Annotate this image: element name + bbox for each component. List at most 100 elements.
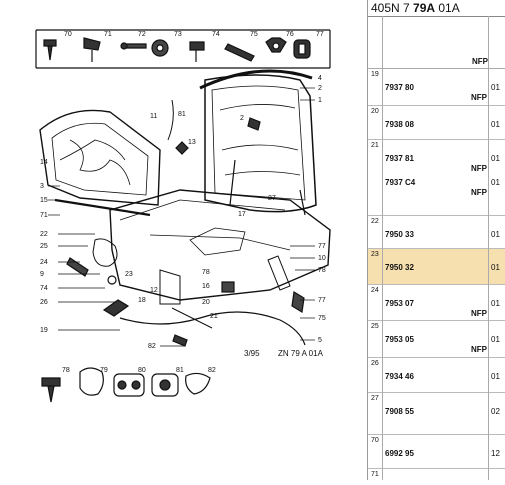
header-nfp: NFP xyxy=(472,57,488,66)
callout-80: 77 xyxy=(318,297,326,304)
callout-73: 77 xyxy=(318,243,326,250)
part-quantity: 01 xyxy=(491,83,500,92)
label-73: 73 xyxy=(174,31,182,38)
row-position: 20 xyxy=(371,108,379,115)
callout-77: 81 xyxy=(178,111,186,118)
row-position: 21 xyxy=(371,142,379,149)
part-reference[interactable]: 7938 08 xyxy=(385,120,414,129)
part-reference[interactable]: 7950 32 xyxy=(385,263,414,272)
parts-row[interactable]: 71 xyxy=(368,469,505,480)
part-75-icon xyxy=(224,43,255,62)
column-divider-left xyxy=(382,16,383,480)
nfp-flag: NFP xyxy=(471,93,487,102)
header-prefix: 405N 7 xyxy=(371,1,414,15)
callout-75: 78 xyxy=(202,269,210,276)
diagram-code: ZN 79 A 01A xyxy=(278,349,324,358)
callout-15: 15 xyxy=(40,197,48,204)
part-77-icon xyxy=(293,39,311,59)
parts-row[interactable]: 20 7938 08 01 xyxy=(368,106,505,140)
column-divider-right xyxy=(488,16,489,480)
callout-82: 82 xyxy=(148,343,156,350)
label-81: 81 xyxy=(176,367,184,374)
label-70: 70 xyxy=(64,31,72,38)
label-77: 77 xyxy=(316,31,324,38)
label-78: 78 xyxy=(62,367,70,374)
part-reference[interactable]: 7953 07 xyxy=(385,299,414,308)
part-quantity: 01 xyxy=(491,299,500,308)
part-quantity: 01 xyxy=(491,230,500,239)
part-quantity: 12 xyxy=(491,449,500,458)
part-82-icon xyxy=(185,372,211,395)
row-position: 71 xyxy=(371,471,379,478)
row-position: 24 xyxy=(371,287,379,294)
part-80-icon xyxy=(113,373,145,397)
exploded-parts-diagram: 70 71 72 73 74 75 76 77 14 3 15 71 22 25… xyxy=(35,29,331,403)
header-blank-row: NFP xyxy=(368,17,505,69)
callout-78: 74 xyxy=(40,285,48,292)
part-reference[interactable]: 7937 C4 xyxy=(385,178,416,187)
parts-row[interactable]: 70 6992 95 12 xyxy=(368,435,505,469)
label-76: 76 xyxy=(286,31,294,38)
part-74-icon xyxy=(189,41,205,62)
part-73-icon xyxy=(151,39,169,57)
callout-79: 75 xyxy=(318,315,326,322)
part-78-icon xyxy=(41,377,61,403)
part-quantity: 01 xyxy=(491,178,500,187)
part-reference[interactable]: 6992 95 xyxy=(385,449,414,458)
part-79-icon xyxy=(79,367,104,396)
callout-5: 5 xyxy=(318,337,322,344)
part-70-icon xyxy=(43,39,57,61)
label-74: 74 xyxy=(212,31,220,38)
nfp-flag: NFP xyxy=(471,164,487,173)
part-76-icon xyxy=(265,37,287,53)
part-quantity: 01 xyxy=(491,263,500,272)
row-position: 22 xyxy=(371,218,379,225)
row-position: 70 xyxy=(371,437,379,444)
nfp-flag: NFP xyxy=(471,345,487,354)
callout-21: 21 xyxy=(210,313,218,320)
part-reference[interactable]: 7934 46 xyxy=(385,372,414,381)
header-bold: 79A xyxy=(413,1,436,15)
callout-71: 71 xyxy=(40,212,48,219)
part-quantity: 01 xyxy=(491,154,500,163)
catalog-reference-header: 405N 7 79A 01A xyxy=(368,0,505,17)
callout-2: 2 xyxy=(318,85,322,92)
callout-3: 3 xyxy=(40,183,44,190)
callout-27: 27 xyxy=(268,195,276,202)
part-71-icon xyxy=(83,37,101,62)
part-reference[interactable]: 7937 81 xyxy=(385,154,414,163)
callout-14: 14 xyxy=(40,159,48,166)
callout-2-mid: 2 xyxy=(240,115,244,122)
label-79: 79 xyxy=(100,367,108,374)
nfp-flag: NFP xyxy=(471,309,487,318)
part-reference[interactable]: 7950 33 xyxy=(385,230,414,239)
label-75: 75 xyxy=(250,31,258,38)
callout-9: 9 xyxy=(40,271,44,278)
part-reference[interactable]: 7908 55 xyxy=(385,407,414,416)
nfp-flag: NFP xyxy=(471,188,487,197)
part-81-icon xyxy=(151,373,179,397)
callout-11: 11 xyxy=(150,113,157,120)
header-suffix: 01A xyxy=(435,1,460,15)
callout-4: 4 xyxy=(318,75,322,82)
row-position: 25 xyxy=(371,323,379,330)
part-quantity: 01 xyxy=(491,120,500,129)
diagram-date: 3/95 xyxy=(244,349,260,358)
callout-10: 10 xyxy=(318,255,326,262)
part-reference[interactable]: 7937 80 xyxy=(385,83,414,92)
callout-12: 12 xyxy=(150,287,158,294)
part-quantity: 01 xyxy=(491,335,500,344)
callout-22: 22 xyxy=(40,231,48,238)
callout-16: 16 xyxy=(202,283,210,290)
part-reference[interactable]: 7953 05 xyxy=(385,335,414,344)
parts-row[interactable]: 22 7950 33 01 xyxy=(368,216,505,249)
